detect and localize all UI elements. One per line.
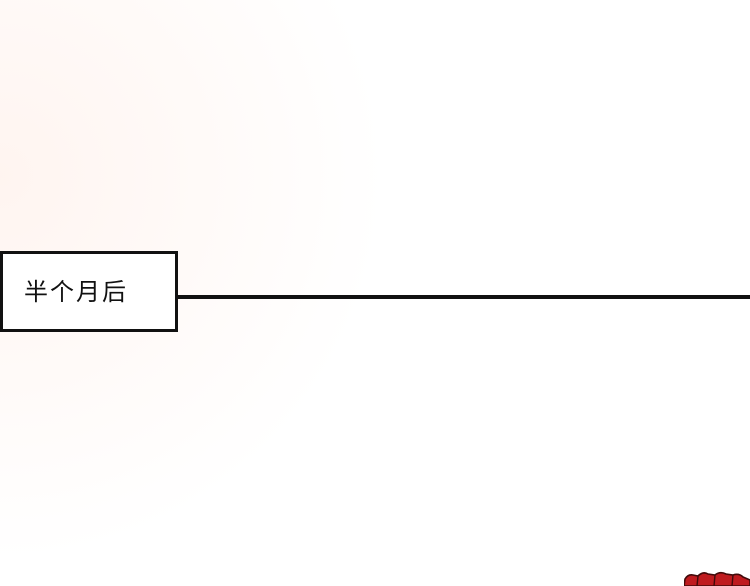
- red-cushion-corner: [684, 571, 750, 586]
- caption-text: 半个月后: [24, 277, 128, 306]
- caption-leader-line: [178, 295, 750, 299]
- caption-box: 半个月后: [0, 251, 178, 332]
